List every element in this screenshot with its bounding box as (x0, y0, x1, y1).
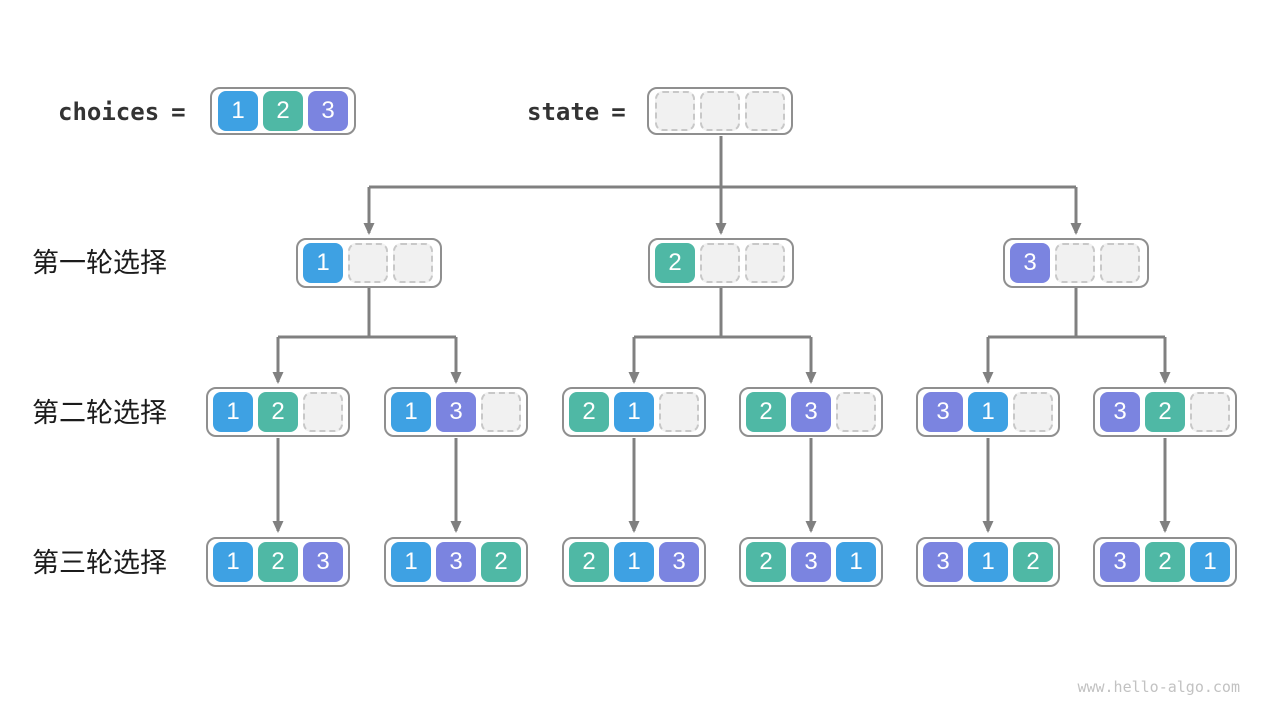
value-cell: 1 (218, 91, 258, 131)
value-cell: 3 (436, 392, 476, 432)
value-cell: 2 (258, 542, 298, 582)
value-cell: 2 (1145, 392, 1185, 432)
value-cell: 2 (481, 542, 521, 582)
value-cell: 1 (303, 243, 343, 283)
value-cell: 2 (1013, 542, 1053, 582)
round-1-label: 第一轮选择 (32, 248, 167, 278)
empty-slot (1100, 243, 1140, 283)
equals-sign: = (171, 98, 186, 126)
empty-slot (1013, 392, 1053, 432)
empty-slot (303, 392, 343, 432)
value-cell: 2 (569, 542, 609, 582)
value-cell: 2 (1145, 542, 1185, 582)
value-cell: 1 (614, 542, 654, 582)
value-cell: 2 (746, 542, 786, 582)
value-cell: 3 (659, 542, 699, 582)
box-3: 3 (1003, 238, 1149, 288)
empty-slot (481, 392, 521, 432)
value-cell: 2 (569, 392, 609, 432)
empty-slot (745, 91, 785, 131)
value-cell: 3 (308, 91, 348, 131)
round-2-label: 第二轮选择 (32, 398, 167, 428)
choices-label: choices (58, 98, 160, 126)
equals-sign: = (611, 98, 626, 126)
round-3-label: 第三轮选择 (32, 548, 167, 578)
box-2: 2 (648, 238, 794, 288)
connector-lines (272, 136, 1171, 533)
value-cell: 3 (1010, 243, 1050, 283)
empty-slot (1055, 243, 1095, 283)
value-cell: 1 (968, 542, 1008, 582)
empty-slot (700, 243, 740, 283)
value-cell: 3 (303, 542, 343, 582)
value-cell: 3 (923, 542, 963, 582)
value-cell: 1 (213, 542, 253, 582)
empty-slot (745, 243, 785, 283)
empty-slot (700, 91, 740, 131)
value-cell: 1 (614, 392, 654, 432)
value-cell: 1 (1190, 542, 1230, 582)
value-cell: 1 (391, 542, 431, 582)
state-expression: state = (527, 99, 626, 125)
value-cell: 1 (391, 392, 431, 432)
box-1: 1 (296, 238, 442, 288)
value-cell: 2 (655, 243, 695, 283)
choices-expression: choices = (58, 99, 186, 125)
value-cell: 3 (791, 542, 831, 582)
value-cell: 2 (746, 392, 786, 432)
empty-slot (1190, 392, 1230, 432)
value-cell: 2 (258, 392, 298, 432)
value-cell: 1 (213, 392, 253, 432)
value-cell: 3 (791, 392, 831, 432)
empty-slot (836, 392, 876, 432)
value-cell: 3 (1100, 392, 1140, 432)
state-label: state (527, 98, 600, 126)
value-cell: 2 (263, 91, 303, 131)
state-box (647, 87, 793, 135)
empty-slot (393, 243, 433, 283)
empty-slot (655, 91, 695, 131)
watermark: www.hello-algo.com (1077, 678, 1240, 696)
empty-slot (348, 243, 388, 283)
value-cell: 3 (1100, 542, 1140, 582)
value-cell: 3 (436, 542, 476, 582)
value-cell: 1 (968, 392, 1008, 432)
value-cell: 1 (836, 542, 876, 582)
value-cell: 3 (923, 392, 963, 432)
empty-slot (659, 392, 699, 432)
